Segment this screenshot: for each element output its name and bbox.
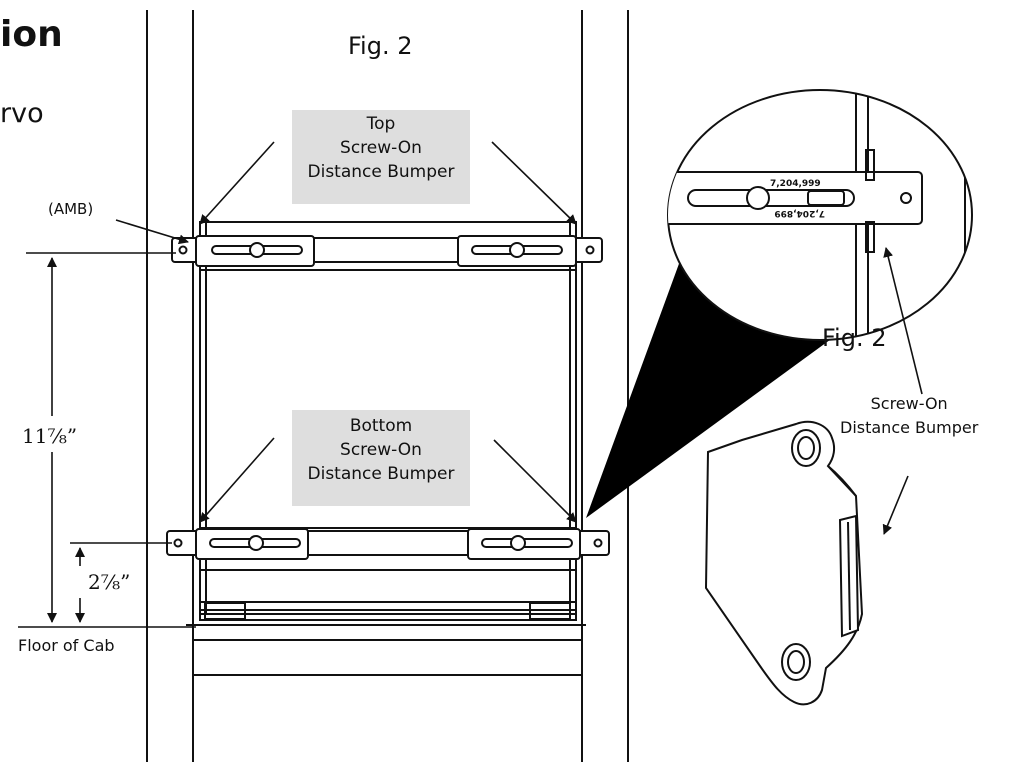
amb-label: (AMB): [48, 200, 94, 218]
figure-label: Fig. 2: [348, 32, 413, 60]
top-bumper-line-2: Screw-On: [340, 138, 422, 158]
dimension-lines: [18, 252, 196, 628]
bottom-bumper-line-2: Screw-On: [340, 440, 422, 460]
part-name-line-1: Screw-On: [870, 394, 948, 413]
dimension-bottom-height: 2⅞”: [88, 570, 131, 594]
floor-label: Floor of Cab: [18, 636, 115, 655]
bumper-part-illustration: [704, 420, 864, 706]
top-mounting-bar: [171, 235, 603, 267]
zoom-part-number-bottom: 7,204,899: [774, 208, 825, 218]
top-bumper-label: Top Screw-On Distance Bumper: [292, 110, 470, 204]
top-bumper-line-3: Distance Bumper: [307, 162, 455, 182]
bottom-mounting-bar: [166, 528, 610, 560]
dimension-total-height: 11⅞”: [22, 424, 78, 448]
leader-arrows: [115, 141, 923, 535]
magnified-detail: 7,204,999 7,204,899: [667, 89, 973, 341]
cab-rails: [146, 10, 629, 762]
page-heading: ion: [0, 14, 63, 55]
top-bumper-line-1: Top: [366, 114, 396, 134]
figure-label-zoom: Fig. 2: [822, 324, 887, 352]
bottom-bumper-line-3: Distance Bumper: [307, 464, 455, 484]
bottom-bumper-line-1: Bottom: [349, 416, 413, 436]
part-name-line-2: Distance Bumper: [840, 418, 979, 437]
page-subheading: rvo: [0, 98, 44, 129]
bottom-bumper-label: Bottom Screw-On Distance Bumper: [292, 410, 470, 506]
zoom-part-number-top: 7,204,999: [770, 179, 821, 189]
part-name-label: Screw-On Distance Bumper: [840, 392, 978, 440]
